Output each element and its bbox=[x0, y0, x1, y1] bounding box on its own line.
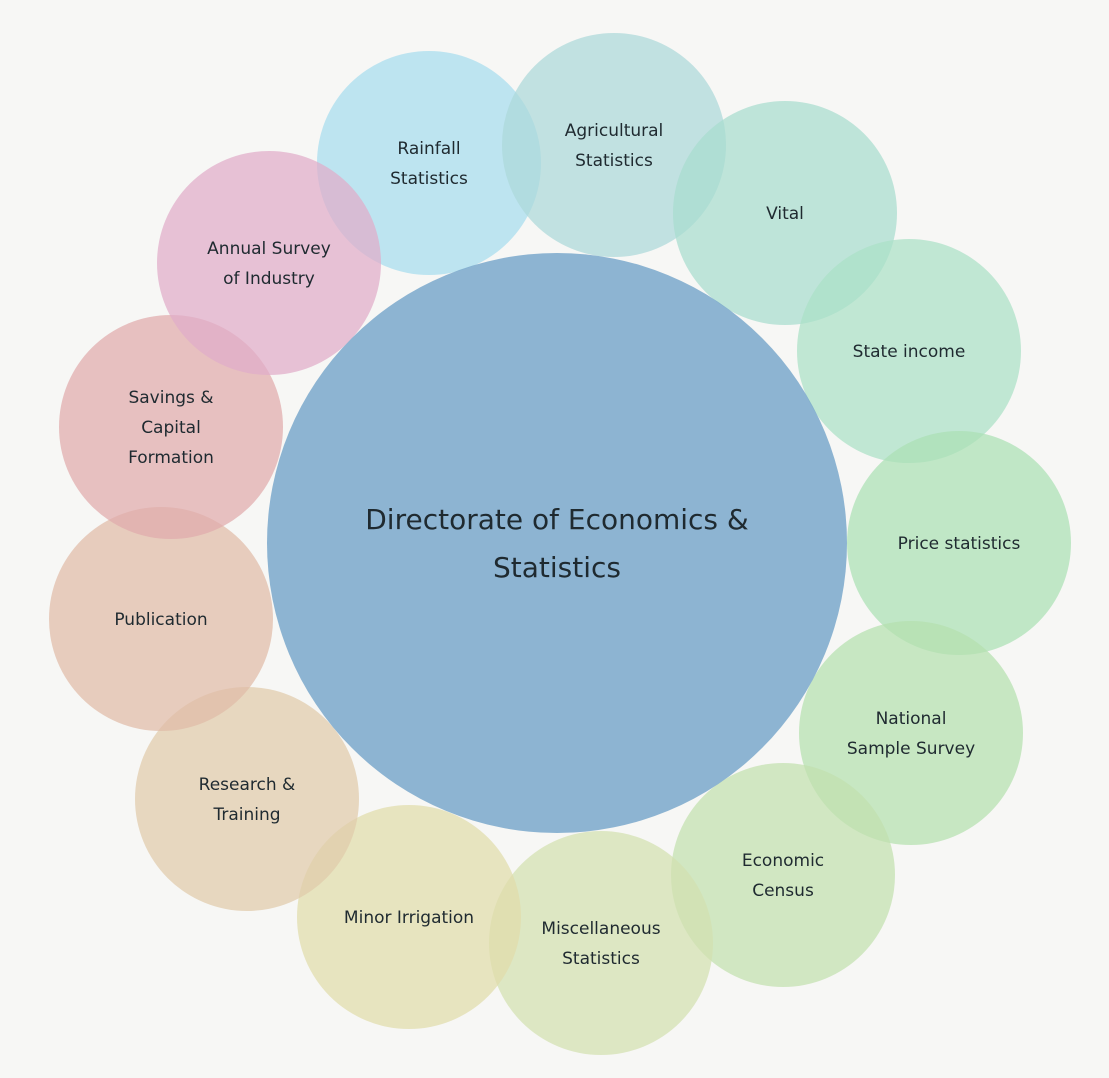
center-circle bbox=[267, 253, 847, 833]
satellite-circle bbox=[671, 763, 895, 987]
satellite-label: Price statistics bbox=[898, 534, 1021, 554]
satellite-node: Price statistics bbox=[847, 431, 1071, 655]
satellite-circle bbox=[297, 805, 521, 1029]
satellite-circle bbox=[489, 831, 713, 1055]
satellite-circle bbox=[49, 507, 273, 731]
satellite-circle bbox=[799, 621, 1023, 845]
satellite-node: Publication bbox=[49, 507, 273, 731]
satellite-label: Minor Irrigation bbox=[344, 908, 474, 928]
center-label: Directorate of Economics &Statistics bbox=[365, 503, 749, 584]
center-node: Directorate of Economics &Statistics bbox=[267, 253, 847, 833]
satellite-circle bbox=[502, 33, 726, 257]
satellite-circle bbox=[317, 51, 541, 275]
satellite-circle bbox=[847, 431, 1071, 655]
satellite-label: Research &Training bbox=[199, 775, 296, 825]
satellite-circle bbox=[797, 239, 1021, 463]
satellite-label: Publication bbox=[114, 610, 207, 630]
satellite-circle bbox=[135, 687, 359, 911]
satellite-circle bbox=[157, 151, 381, 375]
satellite-circle bbox=[59, 315, 283, 539]
satellite-label: Vital bbox=[766, 204, 804, 224]
satellite-node: Minor Irrigation bbox=[297, 805, 521, 1029]
satellite-node: Research &Training bbox=[135, 687, 359, 911]
satellite-label: State income bbox=[853, 342, 966, 362]
satellite-node: State income bbox=[797, 239, 1021, 463]
